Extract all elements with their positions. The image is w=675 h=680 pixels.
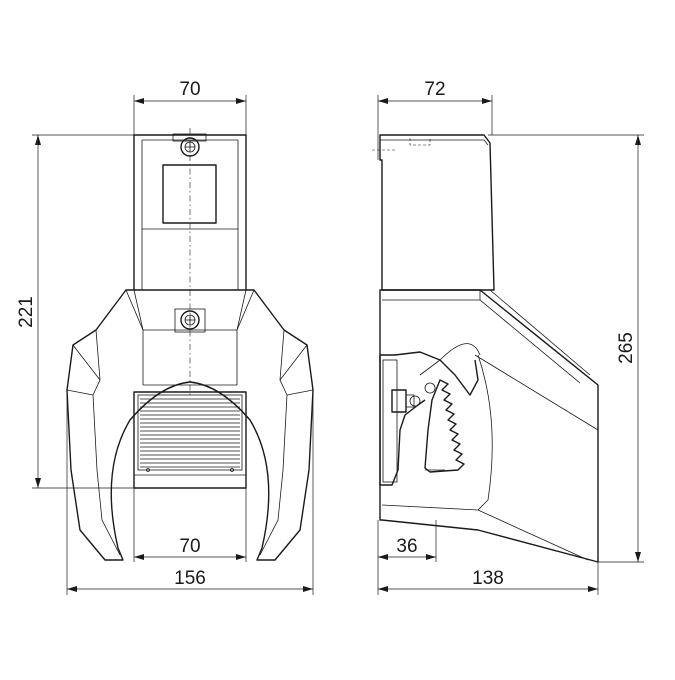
side-view [372,134,599,563]
dim-side-height: 265 [616,332,637,364]
front-hood-outline [66,289,314,561]
side-lower-body [379,289,599,563]
front-view [66,128,314,561]
dim-front-height: 221 [16,296,37,328]
dim-side-total-depth: 138 [472,568,504,589]
dimension-lines [32,95,644,595]
dimension-labels: 70 221 70 156 72 265 36 138 [16,79,637,589]
display-window [162,164,217,224]
dim-side-bottom-offset: 36 [396,536,417,557]
side-pedal-mechanism [379,343,481,486]
front-pedal [133,391,247,489]
dim-front-total-width: 156 [174,568,206,589]
top-screw-icon [172,133,207,157]
dim-front-top-width: 70 [179,79,200,100]
side-upper-block [379,134,495,291]
dim-front-inner-width: 70 [179,536,200,557]
dim-side-top-depth: 72 [424,79,445,100]
